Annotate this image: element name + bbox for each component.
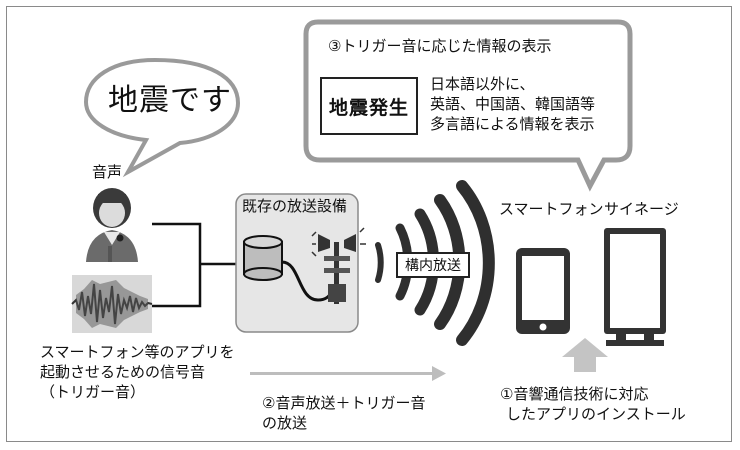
arrow-up-icon <box>562 338 608 372</box>
smartphone-label: スマートフォン <box>499 200 604 218</box>
trigger-caption-line-2: 起動させるための信号音 <box>40 363 206 381</box>
waveform-image <box>71 275 153 333</box>
step2-line-2: の放送 <box>262 414 308 432</box>
info-callout-title: ③トリガー音に応じた情報の表示 <box>328 37 552 55</box>
smartphone-icon <box>516 248 570 334</box>
info-line-1: 日本語以外に、 <box>430 75 535 93</box>
person-icon <box>86 188 138 262</box>
voice-label: 音声 <box>92 163 123 181</box>
signage-label: サイネージ <box>604 200 679 218</box>
equipment-label: 既存の放送設備 <box>242 197 348 215</box>
broadcast-label: 構内放送 <box>396 252 470 278</box>
loudspeaker-pole-icon <box>311 227 366 304</box>
signage-icon <box>604 228 666 346</box>
earthquake-alert-box: 地震発生 <box>320 77 418 135</box>
step1-line-1: ①音響通信技術に対応 <box>500 385 649 403</box>
arrow-right-icon <box>250 366 446 381</box>
info-line-3: 多言語による情報を表示 <box>430 115 595 133</box>
speech-text: 地震です <box>108 83 232 118</box>
info-callout-bubble <box>303 19 633 192</box>
connector-lines <box>152 222 236 308</box>
trigger-caption-line-1: スマートフォン等のアプリを <box>40 343 235 361</box>
trigger-caption-line-3: （トリガー音） <box>40 383 146 401</box>
info-line-2: 英語、中国語、韓国語等 <box>430 95 596 113</box>
step2-line-1: ②音声放送＋トリガー音 <box>262 394 426 412</box>
speech-bubble <box>83 57 241 178</box>
step1-line-2: したアプリのインストール <box>506 405 686 423</box>
cylinder-device-icon <box>243 235 283 281</box>
